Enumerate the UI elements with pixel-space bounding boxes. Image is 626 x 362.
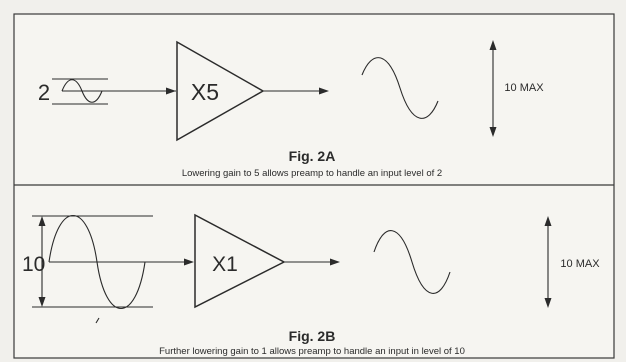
panel-fig-2b: 10 X1 xyxy=(22,213,600,357)
figure-title-2b: Fig. 2B xyxy=(289,328,336,344)
max-level-arrow-2a xyxy=(489,40,497,137)
gain-label-2b: X1 xyxy=(212,253,238,276)
input-amplitude-arrow-2b xyxy=(38,216,46,307)
input-arrow-2b xyxy=(49,258,194,266)
input-arrow-2a xyxy=(62,87,176,95)
figure-frame xyxy=(13,13,615,359)
figure-caption-2b: Further lowering gain to 1 allows preamp… xyxy=(159,346,465,357)
output-arrow-2a xyxy=(263,87,329,95)
input-reference-lines-2a xyxy=(52,78,108,105)
input-reference-lines-2b xyxy=(32,215,153,308)
output-sine-wave-2a xyxy=(361,57,439,119)
output-max-label-2b: 10 MAX xyxy=(560,258,600,270)
amplifier-triangle-2a xyxy=(176,40,265,142)
pen-mark xyxy=(95,317,100,324)
figure-caption-2a: Lowering gain to 5 allows preamp to hand… xyxy=(182,168,442,179)
max-level-arrow-2b xyxy=(544,216,552,308)
input-level-label-2a: 2 xyxy=(38,80,50,105)
input-level-label-2b: 10 xyxy=(22,253,45,276)
panel-fig-2a: 2 X5 10 MAX Fig. 2A xyxy=(38,40,544,179)
output-sine-wave-2b xyxy=(373,230,451,294)
gain-label-2a: X5 xyxy=(191,79,219,105)
amplifier-triangle-2b xyxy=(194,213,286,309)
output-arrow-2b xyxy=(284,258,340,266)
output-max-label-2a: 10 MAX xyxy=(504,82,544,94)
figure-title-2a: Fig. 2A xyxy=(289,148,336,164)
